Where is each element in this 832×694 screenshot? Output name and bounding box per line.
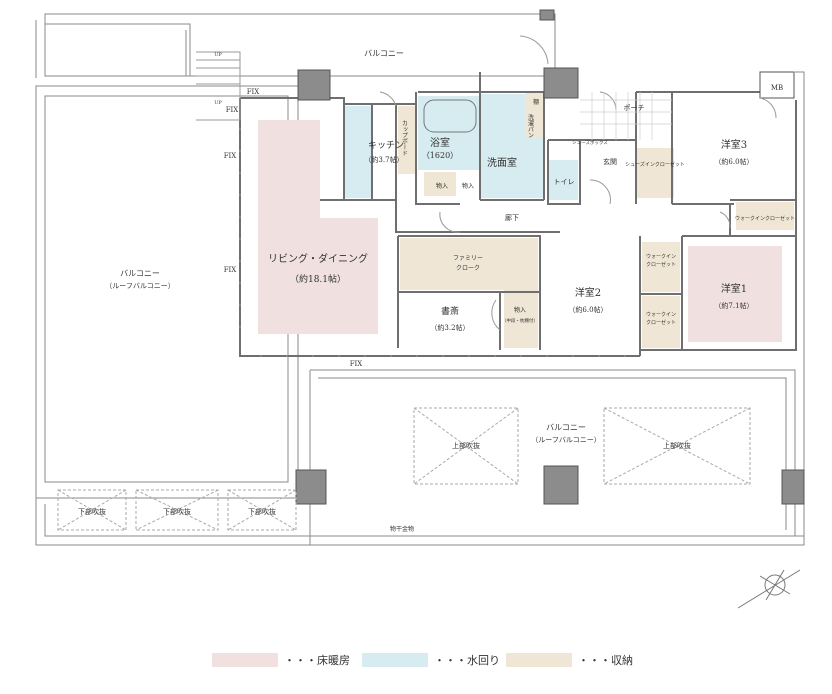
label-kitchen-size: （約3.7帖） [364,155,403,164]
label-balcony-bottom-sub: （ルーフバルコニー） [531,436,600,444]
living-heating-zone [258,120,378,334]
legend-swatch-storage [506,653,572,667]
label-shoes-cabinet: シューズボックス [572,139,608,146]
label-living-size: （約18.1帖） [290,273,346,285]
column-1 [297,69,331,101]
label-balcony-bottom: バルコニー [546,423,586,432]
columns [295,9,805,505]
label-fix-4: FIX [224,266,237,274]
storage-zones [398,92,794,348]
label-western1: 洋室1 [721,282,747,295]
openings [196,35,777,357]
label-up-2: UP [214,100,222,106]
label-storage-c-sub: （中段・枕棚付） [502,317,538,324]
washroom-shelf-zone [526,92,544,138]
walkin-1-zone [642,242,680,292]
label-mb: MB [771,84,783,92]
label-balcony-left-sub: （ルーフバルコニー） [105,282,174,290]
label-western2: 洋室2 [575,286,601,299]
label-living: リビング・ダイニング [268,252,368,265]
label-cupboard: カップボード [401,120,408,156]
legend: ・・・床暖房 ・・・水回り ・・・収納 [0,650,832,670]
column-7 [539,9,555,21]
label-family-cloak-2: クローク [456,265,480,272]
cupboard-zone [398,106,416,174]
column-5 [543,465,579,505]
label-storage-b: 物入 [462,182,474,190]
label-storage-a: 物入 [436,182,448,190]
western1-heating-zone [688,246,782,342]
toilet-water-zone [548,160,578,200]
balcony-outlines [35,13,805,546]
label-washroom: 洗面室 [487,156,517,169]
label-walkin-1b: クローゼット [646,261,676,268]
column-6 [781,469,805,505]
label-balcony-top: バルコニー [364,49,404,58]
column-2 [543,67,579,99]
label-void-below-3: 下部吹抜 [248,507,276,516]
label-fix-2: FIX [226,106,239,114]
room-labels: バルコニー バルコニー （ルーフバルコニー） バルコニー （ルーフバルコニー） … [78,49,795,533]
walkin-3-zone [736,202,794,230]
label-kitchen: キッチン [368,140,404,151]
label-bath-size: （1620） [422,151,458,160]
label-void-above-2: 上部吹抜 [663,441,691,450]
label-fix-3: FIX [224,152,237,160]
legend-swatch-water [362,653,428,667]
legend-swatch-floor-heating [212,653,278,667]
compass-icon [737,569,801,609]
label-storage-c: 物入 [514,306,526,314]
kitchen-water-zone [344,106,372,198]
void-boxes [57,407,751,531]
storage-a-zone [424,172,456,196]
label-fix-1: FIX [247,88,260,96]
water-zones [344,94,578,200]
label-void-below-1: 下部吹抜 [78,507,106,516]
label-fix-5: FIX [350,360,363,368]
label-toilet: トイレ [554,178,575,186]
label-western1-size: （約7.1帖） [714,301,753,310]
legend-text-water: ・・・水回り [434,654,500,667]
family-cloak-zone [400,238,538,290]
column-3 [759,71,795,99]
label-wash-machine: 洗濯パン [527,113,534,138]
label-family-cloak: ファミリー [453,255,483,262]
label-western3: 洋室3 [721,138,747,151]
label-walkin-2b: クローゼット [646,319,676,326]
floor-heating-zones [258,120,782,342]
label-linen: 棚 [533,98,539,106]
walkin-2-zone [642,296,680,348]
storage-c-zone [504,284,538,348]
shoes-closet-zone [636,148,674,198]
label-walkin-2: ウォークイン [646,311,676,318]
label-walkin-3: ウォークインクローゼット [735,215,795,222]
label-bath: 浴室 [430,136,450,149]
label-western3-size: （約6.0帖） [714,157,753,166]
bath-water-zone [418,96,480,170]
column-4 [295,469,327,505]
label-entrance: 玄関 [603,157,617,166]
legend-text-storage: ・・・収納 [578,654,633,667]
label-balcony-left: バルコニー [120,269,160,278]
legend-item-storage: ・・・収納 [506,650,633,670]
label-corridor: 廊下 [505,213,519,222]
legend-item-floor-heating: ・・・床暖房 [212,650,350,670]
legend-text-floor-heating: ・・・床暖房 [284,654,350,667]
label-western2-size: （約6.0帖） [568,305,607,314]
label-study-size: （約3.2帖） [430,323,469,332]
label-laundry-hardware: 物干金物 [390,525,414,533]
label-shoes-closet: シューズインクローゼット [625,161,685,168]
label-porch: ポーチ [624,104,645,112]
legend-item-water: ・・・水回り [362,650,500,670]
label-void-above-1: 上部吹抜 [452,441,480,450]
label-void-below-2: 下部吹抜 [163,507,191,516]
label-study: 書斎 [441,305,459,317]
porch-tiles [580,92,672,140]
label-up-1: UP [214,52,222,58]
label-walkin-1: ウォークイン [646,253,676,260]
bathtub [423,99,477,133]
